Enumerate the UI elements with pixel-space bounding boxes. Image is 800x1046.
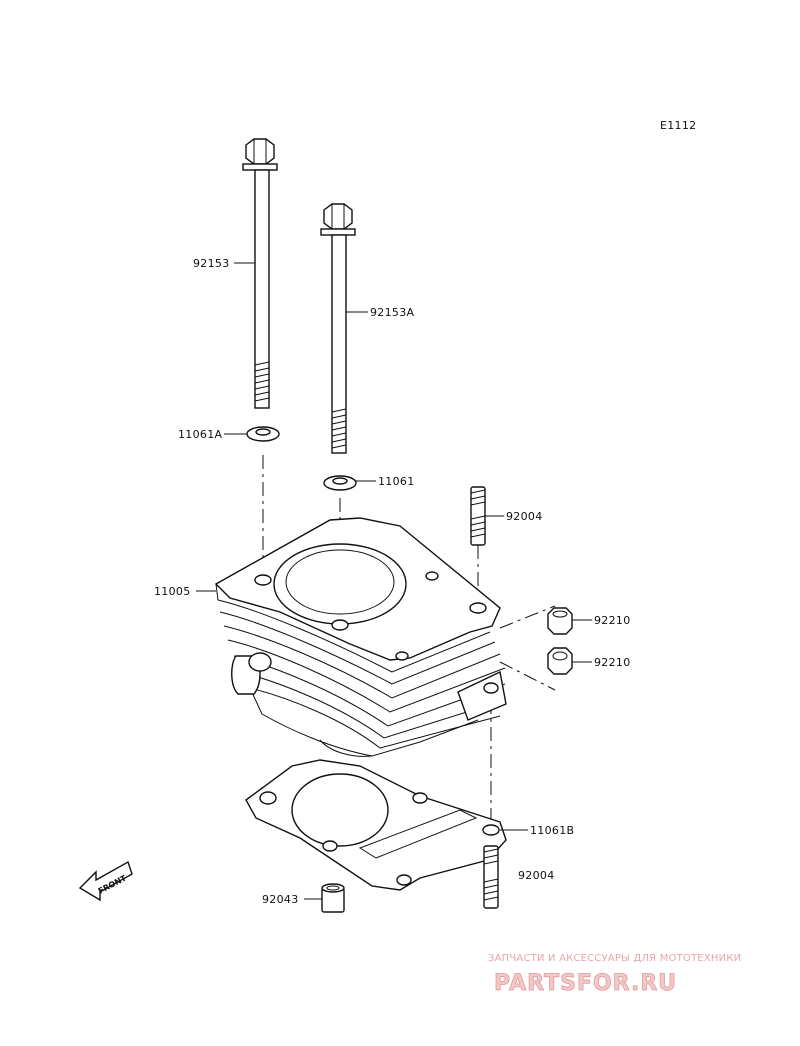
label-dowel-92043: 92043 [262, 893, 299, 906]
dowel-hole-11061b[interactable] [482, 824, 500, 836]
cylinder-11005[interactable] [214, 517, 507, 757]
washer-11061a[interactable] [246, 426, 280, 442]
label-stud-92004-upper: 92004 [506, 510, 543, 523]
front-arrow-icon: FRONT [78, 860, 133, 902]
dowel-92043[interactable] [321, 883, 345, 913]
label-nut-92210-lower: 92210 [594, 656, 631, 669]
label-washer-11061: 11061 [378, 475, 415, 488]
label-bolt-92153: 92153 [193, 257, 230, 270]
bolt-92153a[interactable] [320, 203, 356, 454]
watermark-logo: PARTSFOR.RU [494, 971, 677, 996]
label-stud-92004-lower: 92004 [518, 869, 555, 882]
washer-11061[interactable] [323, 475, 357, 491]
label-cylinder-11005: 11005 [154, 585, 191, 598]
label-washer-11061a: 11061A [178, 428, 222, 441]
cylinder-base-gasket[interactable] [245, 759, 507, 891]
diagram-code: E1112 [660, 119, 696, 132]
stud-92004-lower[interactable] [483, 845, 499, 909]
label-bolt-92153a: 92153A [370, 306, 414, 319]
label-dowel-11061b: 11061B [530, 824, 574, 837]
nut-92210-upper[interactable] [547, 607, 573, 635]
stud-92004-upper[interactable] [470, 486, 486, 546]
watermark: ЗАПЧАСТИ И АКСЕССУАРЫ ДЛЯ МОТОТЕХНИКИ PA… [488, 953, 741, 996]
watermark-tagline: ЗАПЧАСТИ И АКСЕССУАРЫ ДЛЯ МОТОТЕХНИКИ [488, 953, 741, 964]
label-nut-92210-upper: 92210 [594, 614, 631, 627]
bolt-92153[interactable] [242, 138, 278, 409]
nut-92210-lower[interactable] [547, 647, 573, 675]
